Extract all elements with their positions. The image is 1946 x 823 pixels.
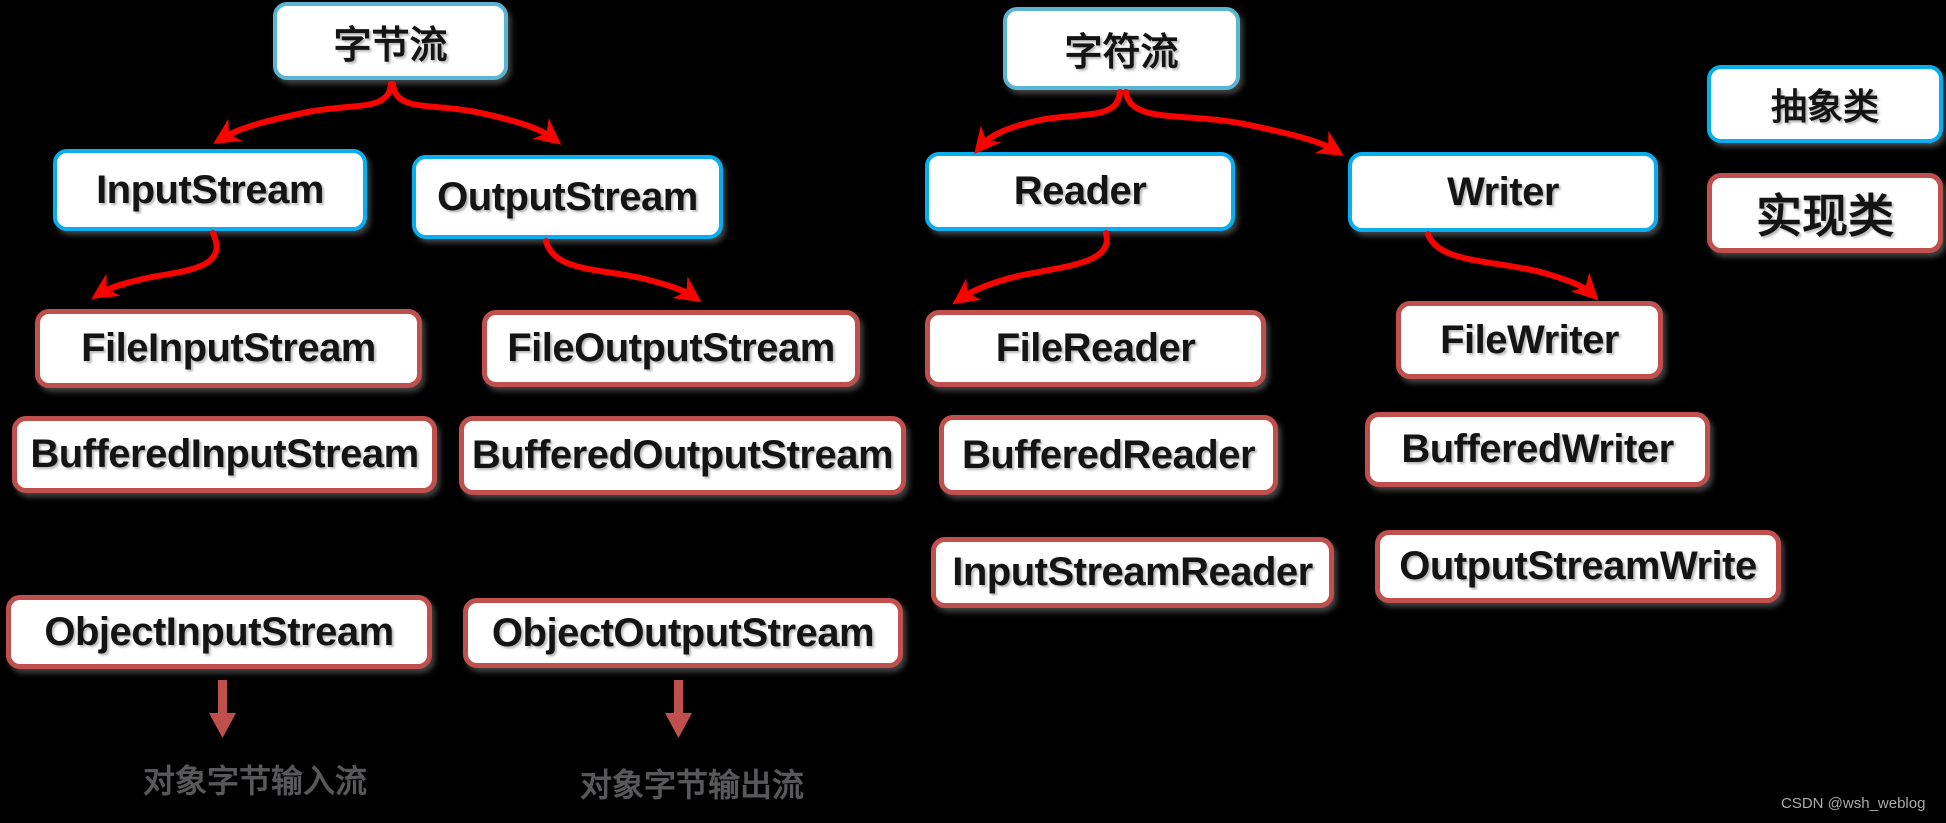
node-char-stream-header: 字符流 (1003, 7, 1240, 90)
legend-implementation-class: 实现类 (1707, 173, 1943, 253)
arrow-bytestream-to-inputstream (213, 81, 394, 144)
node-bufferedinputstream: BufferedInputStream (12, 416, 437, 493)
node-objectoutputstream: ObjectOutputStream (463, 598, 903, 668)
node-outputstreamwrite: OutputStreamWrite (1375, 530, 1781, 603)
arrow-outputstream-to-fileoutputstream (543, 238, 702, 303)
node-inputstream: InputStream (53, 149, 367, 231)
csdn-watermark: CSDN @wsh_weblog (1781, 795, 1926, 812)
legend-abstract-class: 抽象类 (1707, 65, 1943, 143)
arrow-objectoutputstream-note-stem (674, 680, 683, 716)
arrow-writer-to-filewriter (1425, 231, 1599, 301)
node-inputstreamreader: InputStreamReader (931, 537, 1334, 608)
node-byte-stream-header: 字节流 (273, 2, 508, 80)
node-bufferedwriter: BufferedWriter (1365, 412, 1710, 487)
arrow-charstream-to-writer (1123, 89, 1344, 156)
note-object-byte-output-stream: 对象字节输出流 (579, 767, 804, 803)
arrow-objectoutputstream-note-head (665, 713, 692, 738)
node-writer: Writer (1348, 152, 1658, 232)
arrow-charstream-to-reader (974, 89, 1123, 155)
node-bufferedreader: BufferedReader (939, 415, 1278, 495)
node-filereader: FileReader (925, 310, 1266, 387)
arrow-reader-to-filereader (952, 230, 1110, 305)
node-fileoutputstream: FileOutputStream (482, 310, 860, 387)
node-fileinputstream: FileInputStream (35, 309, 422, 388)
node-bufferedoutputstream: BufferedOutputStream (459, 416, 906, 495)
arrow-inputstream-to-fileinputstream (91, 230, 220, 299)
node-objectinputstream: ObjectInputStream (6, 595, 432, 669)
arrow-objectinputstream-note-head (209, 713, 236, 738)
node-filewriter: FileWriter (1396, 301, 1663, 379)
note-object-byte-input-stream: 对象字节输入流 (142, 763, 367, 799)
arrow-bytestream-to-outputstream (390, 81, 562, 145)
arrow-objectinputstream-note-stem (218, 680, 227, 716)
node-reader: Reader (925, 152, 1235, 231)
node-outputstream: OutputStream (412, 155, 723, 239)
